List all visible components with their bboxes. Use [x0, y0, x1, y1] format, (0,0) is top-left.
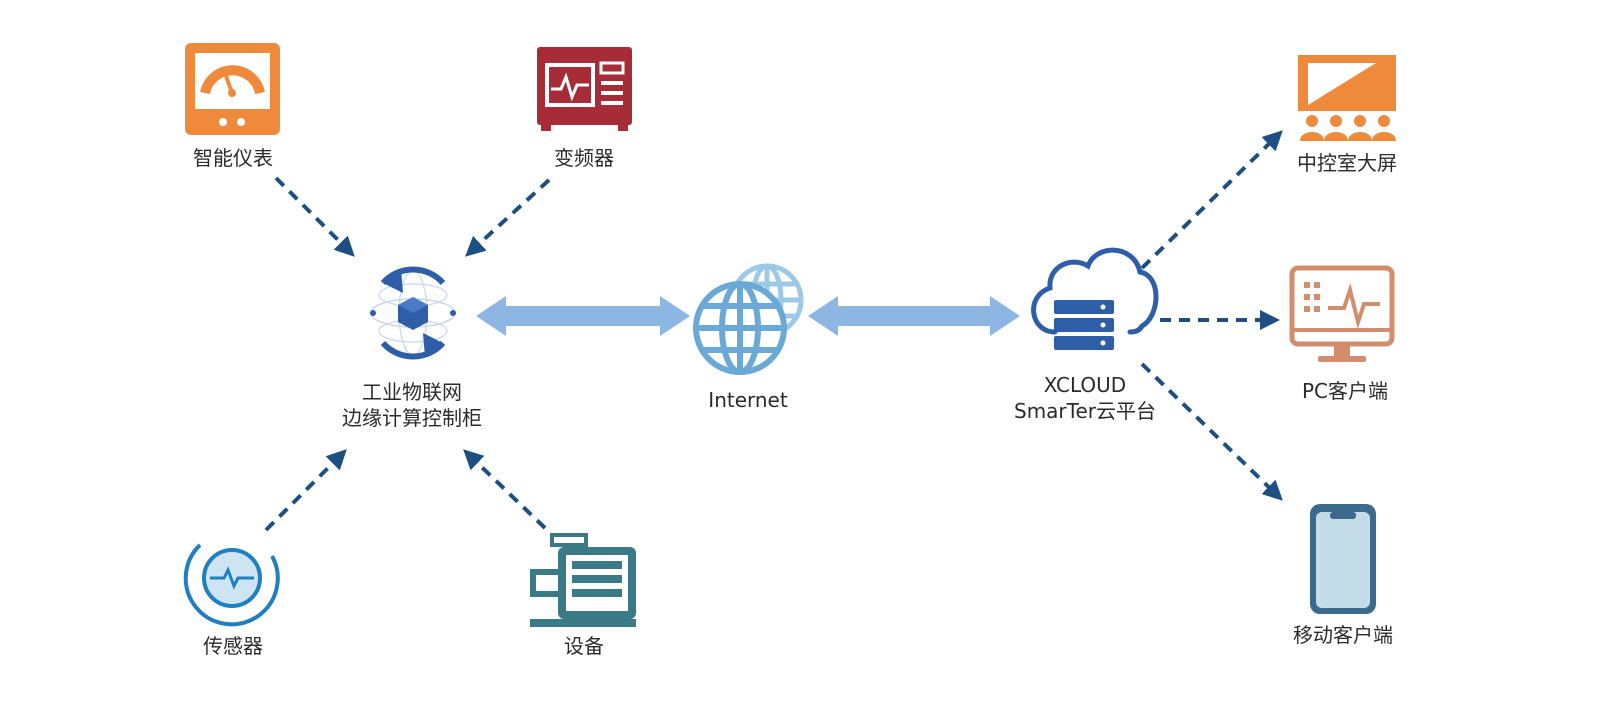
node-label-inverter: 变频器 [554, 146, 614, 170]
smartphone-icon [1310, 504, 1376, 614]
node-label-bigscreen: 中控室大屏 [1297, 151, 1397, 175]
edge-cube-icon [370, 266, 456, 360]
motor-equipment-icon [530, 533, 636, 627]
edge-internet-to-cloud [808, 296, 1020, 336]
node-label-pc: PC客户端 [1301, 379, 1389, 403]
node-label-meter: 智能仪表 [193, 146, 273, 170]
node-label-equipment: 设备 [564, 634, 604, 658]
gauge-meter-icon [185, 43, 280, 135]
sensor-icon [183, 543, 280, 627]
edge-cloud-to-mobile [1140, 362, 1283, 501]
double-arrows [476, 296, 1020, 336]
edge-meter-to-edge [274, 176, 355, 257]
control-room-screen-icon [1298, 55, 1396, 141]
dashed-arrows [264, 130, 1283, 532]
edge-inverter-to-edge [465, 178, 551, 257]
cloud-server-icon [1031, 247, 1159, 350]
node-label-edge: 工业物联网 边缘计算控制柜 [342, 380, 482, 430]
frequency-inverter-icon [537, 47, 632, 131]
node-label-sensor: 传感器 [203, 634, 263, 658]
node-label-mobile: 移动客户端 [1293, 623, 1393, 647]
edge-cloud-to-bigscreen [1140, 130, 1283, 270]
node-label-cloud: XCLOUD SmarTer云平台 [1013, 373, 1157, 423]
globe-icon [693, 263, 804, 375]
edge-edge-to-internet [476, 296, 690, 336]
node-label-internet: Internet [708, 388, 788, 412]
pc-monitor-icon [1289, 265, 1395, 362]
edge-sensor-to-edge [264, 449, 347, 532]
edge-equipment-to-edge [463, 449, 547, 530]
